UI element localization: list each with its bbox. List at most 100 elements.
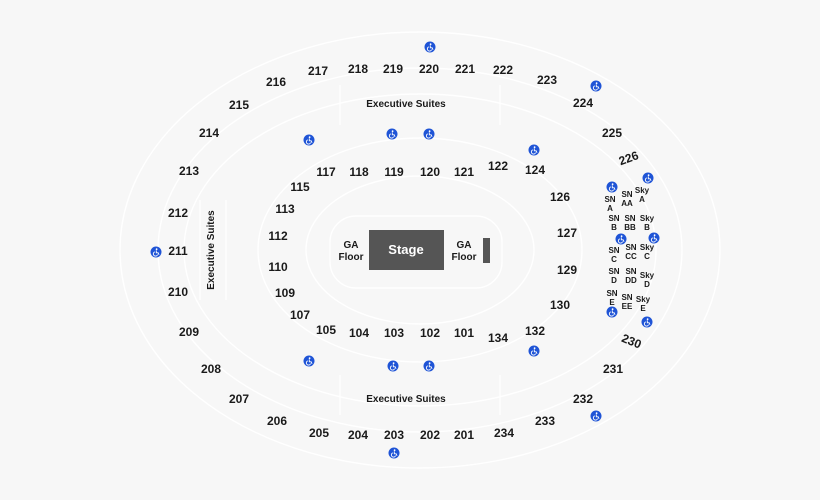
section-209[interactable]: 209 [179, 325, 199, 339]
section-102[interactable]: 102 [420, 326, 440, 340]
ga-floor-right[interactable]: GA Floor [452, 240, 477, 263]
section-223[interactable]: 223 [537, 73, 557, 87]
box-label-line1: SN [625, 267, 636, 276]
section-207[interactable]: 207 [229, 392, 249, 406]
section-222[interactable]: 222 [493, 63, 513, 77]
section-119[interactable]: 119 [384, 165, 404, 179]
section-203[interactable]: 203 [384, 428, 404, 442]
box-label-line2: A [639, 195, 645, 204]
section-211[interactable]: 211 [168, 244, 188, 258]
box-label-line2: C [644, 252, 650, 261]
section-110[interactable]: 110 [268, 260, 288, 274]
box-label-line1: Sky [640, 243, 655, 252]
section-201[interactable]: 201 [454, 428, 474, 442]
section-122[interactable]: 122 [488, 159, 508, 173]
section-215[interactable]: 215 [229, 98, 249, 112]
ga-floor-left-line1: GA [344, 240, 359, 251]
box-label-line2: E [609, 298, 615, 307]
section-226[interactable]: 226 [617, 148, 641, 168]
section-212[interactable]: 212 [168, 206, 188, 220]
section-120[interactable]: 120 [420, 165, 440, 179]
section-101[interactable]: 101 [454, 326, 474, 340]
section-233[interactable]: 233 [535, 414, 555, 428]
section-216[interactable]: 216 [266, 75, 286, 89]
section-210[interactable]: 210 [168, 285, 188, 299]
section-221[interactable]: 221 [455, 62, 475, 76]
box-label-line2: DD [625, 276, 637, 285]
wheelchair-icon [303, 134, 315, 146]
section-206[interactable]: 206 [267, 414, 287, 428]
upper-bowl: 201 202 203 204 205 206 207 208 209 210 … [168, 62, 644, 442]
box-label-line1: Sky [640, 271, 655, 280]
section-220[interactable]: 220 [419, 62, 439, 76]
section-129[interactable]: 129 [557, 263, 577, 277]
section-121[interactable]: 121 [454, 165, 474, 179]
section-127[interactable]: 127 [557, 226, 577, 240]
section-104[interactable]: 104 [349, 326, 369, 340]
ga-floor-right-line2: Floor [452, 252, 477, 263]
section-126[interactable]: 126 [550, 190, 570, 204]
stage-label: Stage [388, 242, 423, 257]
section-205[interactable]: 205 [309, 426, 329, 440]
section-214[interactable]: 214 [199, 126, 219, 140]
box-label-line1: Sky [636, 295, 651, 304]
box-label-line2: E [640, 304, 646, 313]
sound-booth [483, 238, 490, 263]
section-130[interactable]: 130 [550, 298, 570, 312]
box-label-line1: SN [625, 243, 636, 252]
section-225[interactable]: 225 [602, 126, 622, 140]
section-208[interactable]: 208 [201, 362, 221, 376]
box-label-line1: SN [606, 289, 617, 298]
section-202[interactable]: 202 [420, 428, 440, 442]
wheelchair-icon [642, 172, 654, 184]
section-117[interactable]: 117 [316, 165, 336, 179]
section-107[interactable]: 107 [290, 308, 310, 322]
box-label-line2: C [611, 255, 617, 264]
box-sn-a[interactable]: SNA [604, 195, 615, 213]
box-label-line1: SN [608, 267, 619, 276]
section-118[interactable]: 118 [349, 165, 369, 179]
box-label-line2: B [644, 223, 650, 232]
box-sn-e[interactable]: SNE [606, 289, 617, 307]
section-224[interactable]: 224 [573, 96, 593, 110]
section-232[interactable]: 232 [573, 392, 593, 406]
section-132[interactable]: 132 [525, 324, 545, 338]
section-218[interactable]: 218 [348, 62, 368, 76]
box-sn-d[interactable]: SND [608, 267, 619, 285]
box-sn-c[interactable]: SNC [608, 246, 619, 264]
section-217[interactable]: 217 [308, 64, 328, 78]
section-134[interactable]: 134 [488, 331, 508, 345]
box-sn-b[interactable]: SNB [608, 214, 619, 232]
ga-floor-left[interactable]: GA Floor [339, 240, 364, 263]
section-231[interactable]: 231 [603, 362, 623, 376]
section-112[interactable]: 112 [268, 229, 288, 243]
box-label-line1: SN [604, 195, 615, 204]
box-label-line2: A [607, 204, 613, 213]
section-105[interactable]: 105 [316, 323, 336, 337]
section-103[interactable]: 103 [384, 326, 404, 340]
section-113[interactable]: 113 [275, 202, 295, 216]
stage[interactable] [369, 230, 444, 270]
section-219[interactable]: 219 [383, 62, 403, 76]
section-124[interactable]: 124 [525, 163, 545, 177]
section-109[interactable]: 109 [275, 286, 295, 300]
box-label-line1: SN [624, 214, 635, 223]
section-234[interactable]: 234 [494, 426, 514, 440]
wheelchair-icon [303, 355, 315, 367]
section-204[interactable]: 204 [348, 428, 368, 442]
wheelchair-icon [648, 232, 660, 244]
section-115[interactable]: 115 [290, 180, 310, 194]
section-213[interactable]: 213 [179, 164, 199, 178]
